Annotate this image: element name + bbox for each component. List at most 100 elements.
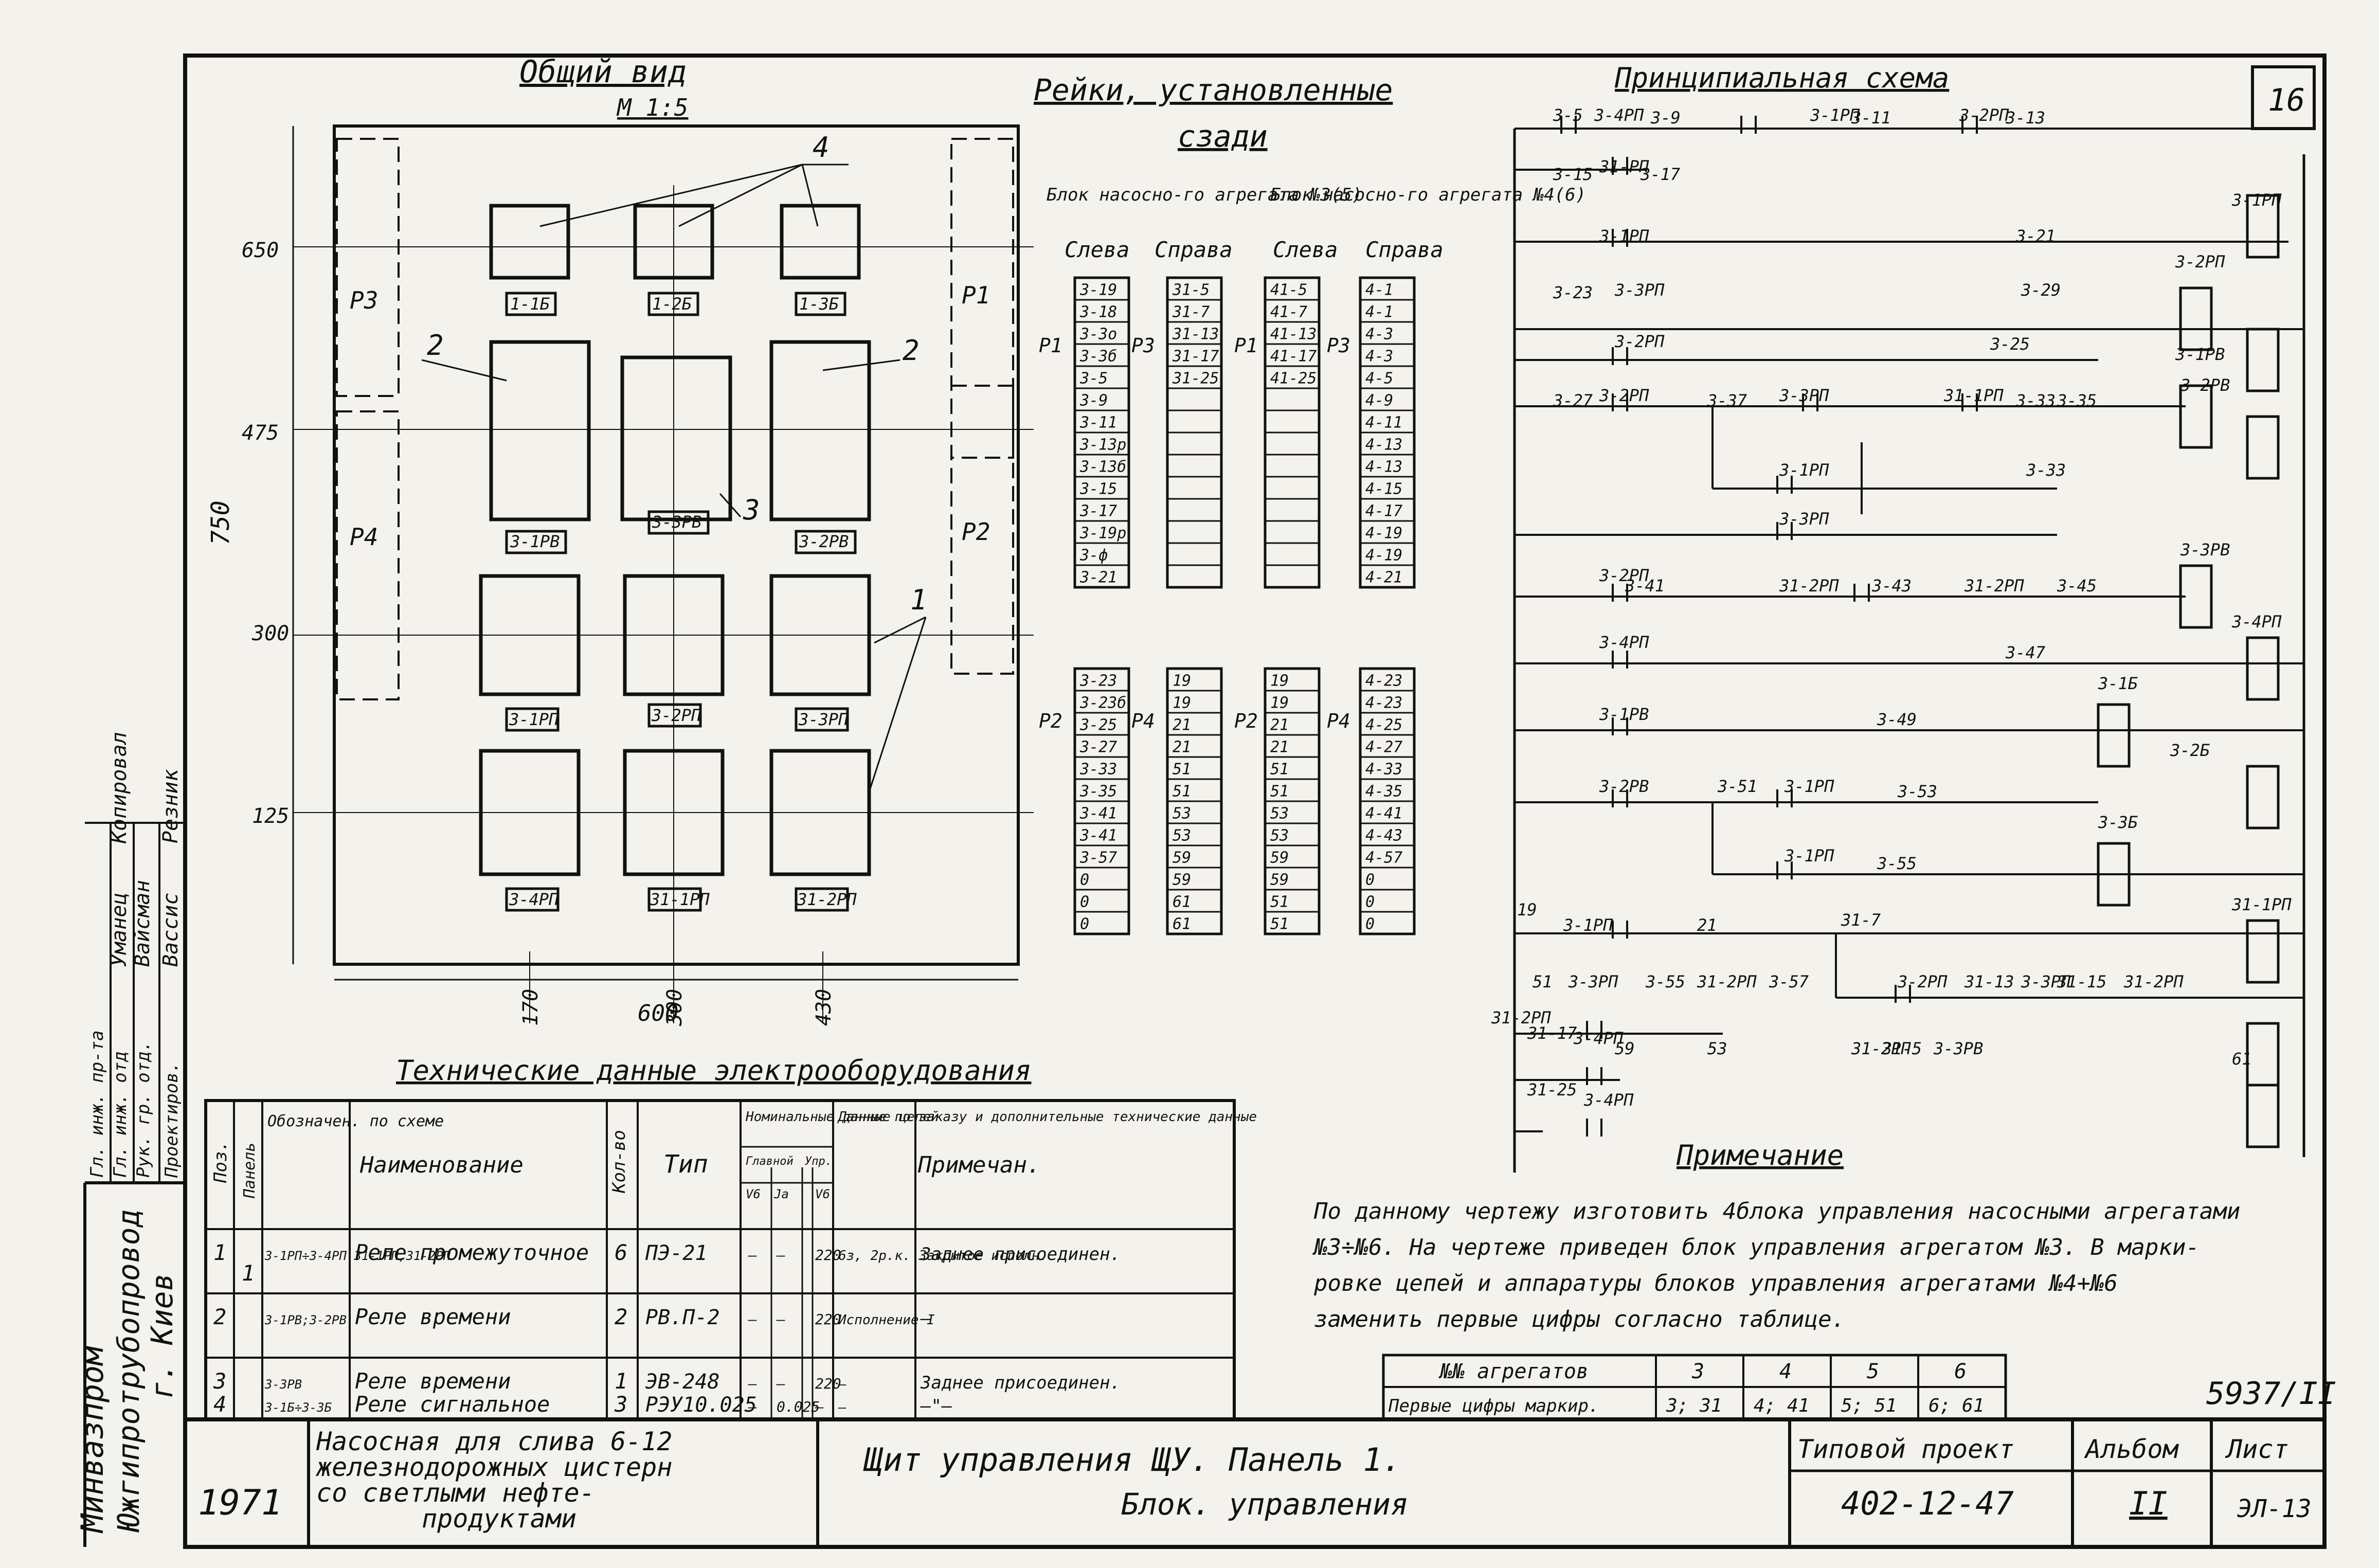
row-type: РЭУ10.025 [645,1393,757,1417]
person-name: Уманец [107,893,131,967]
object-name: со светлыми нефте- [316,1478,595,1508]
marking-cell: Первые цифры маркир. [1388,1396,1599,1416]
object-name: железнодорожных цистерн [315,1452,672,1482]
schematic-label: 51 [1533,972,1553,992]
row-u: — [815,1398,824,1415]
note-line: заменить первые цифры согласно таблице. [1314,1306,1845,1332]
terminal-label: 59 [1270,849,1289,867]
object-name: Насосная для слива 6-12 [316,1427,672,1456]
schematic-label: 3-15 [1553,165,1593,184]
row-pos: 1 [213,1240,226,1265]
schematic-label: 31-15 [2057,972,2106,992]
row-order: 6з, 2р.к. Закрытое исполн. [838,1248,1048,1264]
device-row-1: 1-1Б 1-2Б 1-3Б [489,204,861,316]
rails-section: Рейки, установленные сзади Блок насосно-… [1034,73,1586,935]
terminal-label: 41-13 [1270,326,1317,344]
row-name: Реле сигнальное [355,1392,550,1417]
terminal-label: 3-13б [1079,458,1126,476]
schematic-label: 3-1Б [2098,674,2138,693]
panel-label: Р2 [962,518,990,546]
terminal-label: 19 [1270,672,1289,690]
rails-side: Справа [1365,237,1444,262]
schematic-label: 3-4РП [2231,612,2282,632]
schematic-label: 3-47 [2005,643,2045,662]
panel-zone-p1 [950,138,1014,459]
dim-label: 650 [242,239,279,262]
terminal-label: 59 [1173,849,1191,867]
rails-panel: Р4 [1131,710,1155,732]
dim-label: 170 [519,989,543,1026]
rails-panel: Р2 [1234,710,1258,732]
general-view: Общий вид М 1:5 Р3 Р4 Р1 Р2 650 475 300 … [206,54,1034,1026]
schematic-label: 3-33 [2015,391,2056,410]
album-label: Альбом [2084,1434,2179,1464]
terminal-label: 4-19 [1365,547,1402,565]
terminal-label: 3-11 [1079,414,1117,432]
marking-table: №№ агрегатов 3 4 5 6 Первые цифры маркир… [1382,1354,2007,1421]
device-label: 3-3РП [798,710,849,729]
row-ref: 3-1РВ;3-2РВ [264,1313,347,1327]
schematic-label: 3-43 [1871,576,1912,596]
device-row-4: 3-4РП 31-1РП 31-2РП [479,749,871,912]
device-label: 1-3Б [799,294,839,314]
row-v: — [748,1247,757,1264]
schematic-label: 3-1РП [2231,190,2282,210]
table-header: Панель [241,1143,259,1199]
terminal-label: 3-5 [1079,370,1108,388]
terminal-label: 4-21 [1365,569,1402,587]
row-u: 220 [815,1247,841,1264]
terminal-label: 0 [1080,915,1089,933]
schematic-label: 3-2РП [1599,566,1649,585]
row-name: Реле промежуточное [355,1240,589,1265]
device-label: 31-1РП [650,890,710,909]
schematic-label: 3-3РП [1779,386,1829,405]
org-name: Минвазпром [75,1346,111,1534]
schematic-label: 3-4РП [1573,1029,1624,1048]
terminal-label: 3-21 [1079,569,1117,587]
terminal-label: 31-7 [1172,303,1210,321]
schematic-label: 31-РП [1599,157,1649,176]
rails-side: Слева [1273,237,1338,262]
terminal-label: 4-41 [1365,805,1402,823]
terminal-label: 4-27 [1365,738,1402,756]
terminal-label: 3-27 [1079,738,1117,756]
terminal-label: 4-33 [1365,761,1402,779]
marking-head: 3 [1691,1360,1704,1383]
terminal-label: 59 [1270,871,1289,889]
terminal-label: 53 [1173,805,1191,823]
terminal-label: 3-35 [1079,783,1117,801]
schematic-label: 3-4РП [1599,633,1649,652]
role-label: Рук. гр. отд. [133,1041,154,1178]
schematic-label: 31-7 [1841,910,1881,930]
row-order: — [838,1400,846,1415]
terminal-label: 3-18 [1079,303,1117,321]
terminal-label: 51 [1270,893,1289,911]
schematic-label: 3-2РП [1897,972,1948,992]
terminal-label: 4-15 [1365,480,1402,498]
terminal-label: 4-11 [1365,414,1402,432]
table-header: Обозначен. по схеме [267,1112,444,1130]
schematic-label: 3-5 [1553,105,1583,125]
terminal-label: 21 [1173,738,1191,756]
marking-cell: 5; 51 [1841,1395,1897,1416]
sheet-border [183,53,2327,1549]
panel-outline [333,124,1020,966]
left-strip: Минвазпром Южгипротрубопровод г. Киев Гл… [75,732,185,1547]
row-a: — [776,1375,785,1392]
project-label: Типовой проект [1797,1434,2014,1464]
table-header: Ja [773,1187,789,1201]
schematic-label: 59 [1615,1039,1635,1058]
schematic-label: 3-2Б [2170,741,2210,760]
row-panel: 1 [242,1260,255,1286]
device-label: 1-2Б [652,294,692,314]
general-view-title: Общий вид [519,54,687,90]
schematic-label: 3-45 [2057,576,2097,596]
role-label: Гл. инж. отд [110,1051,131,1178]
row-order: — [838,1377,846,1392]
title-block: 1971 Насосная для слива 6-12 железнодоро… [198,1419,2324,1547]
table-header: Упр. [805,1155,832,1168]
row-a: — [776,1311,785,1328]
